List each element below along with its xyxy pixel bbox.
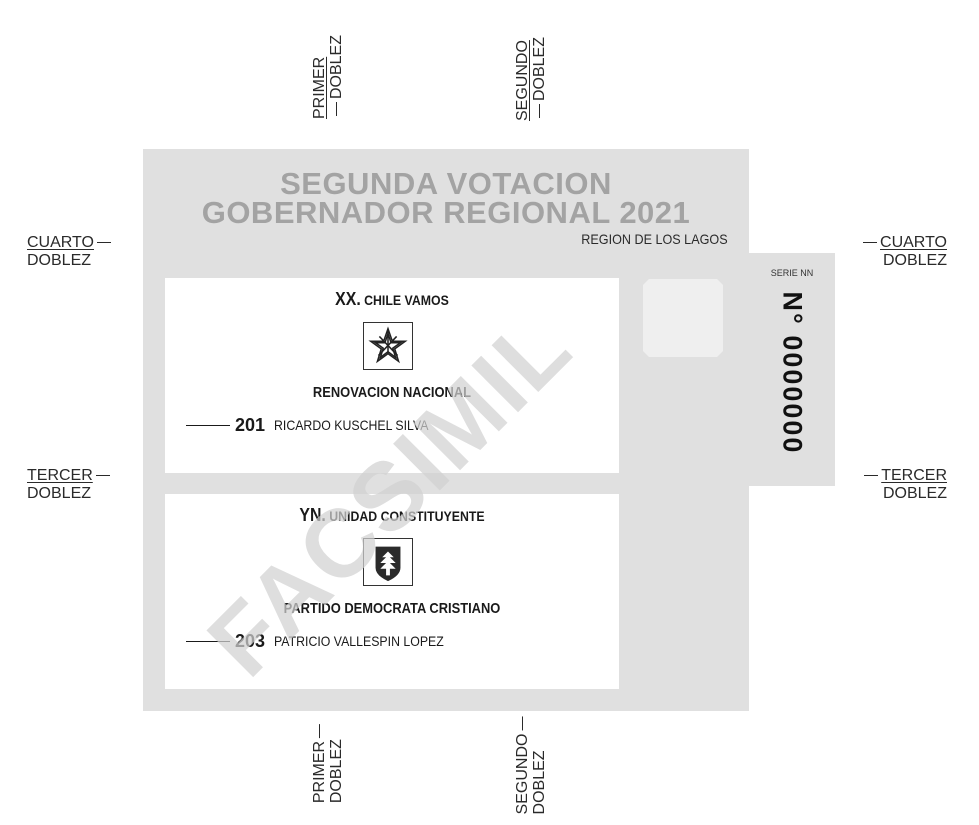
pact-label: XX. CHILE VAMOS: [192, 289, 592, 310]
region-label: REGION DE LOS LAGOS: [581, 231, 728, 247]
fold-word1: CUARTO: [27, 234, 94, 251]
star-emblem-icon: [363, 322, 413, 370]
ballot-title-line2: GOBERNADOR REGIONAL 2021: [201, 195, 691, 230]
fold-word2: DOBLEZ: [531, 750, 548, 815]
fold-word1-row: SEGUNDO: [514, 714, 531, 815]
fold-label-tercer-right: TERCER DOBLEZ: [861, 467, 947, 503]
fold-word2: DOBLEZ: [27, 485, 92, 502]
candidate-row[interactable]: 203 PATRICIO VALLESPIN LOPEZ: [186, 630, 467, 652]
fold-word1: PRIMER: [311, 56, 328, 120]
option-panel-1: XX. CHILE VAMOS RENOVACION NACIONAL 201 …: [165, 278, 619, 473]
fold-word2: DOBLEZ: [27, 252, 92, 269]
pact-code: YN.: [299, 505, 326, 525]
fold-word2-row: DOBLEZ: [328, 35, 345, 119]
stamp-box: [643, 279, 723, 357]
fold-label-tercer-left: TERCER DOBLEZ: [27, 467, 113, 503]
fold-tick: [319, 723, 321, 738]
fold-word1: CUARTO: [880, 234, 947, 251]
vote-mark-line[interactable]: [186, 424, 230, 426]
fold-tick: [539, 104, 541, 119]
fold-word1: SEGUNDO: [514, 40, 531, 122]
vote-mark-line[interactable]: [186, 640, 230, 642]
pact-name: CHILE VAMOS: [364, 292, 449, 308]
arrow-shield-icon: [363, 538, 413, 586]
pact-name: UNIDAD CONSTITUYENTE: [329, 508, 485, 524]
fold-tick: [863, 242, 878, 244]
fold-word1: TERCER: [881, 467, 947, 484]
fold-label-primer-bottom: PRIMER DOBLEZ: [311, 721, 345, 803]
fold-tick: [522, 716, 524, 731]
serie-label: SERIE NN: [770, 268, 814, 278]
fold-word2: DOBLEZ: [531, 36, 548, 102]
fold-label-cuarto-right: CUARTO DOBLEZ: [860, 234, 947, 270]
fold-tick: [95, 475, 110, 477]
ballot-title-line1: SEGUNDA VOTACION: [280, 166, 612, 201]
fold-word1: SEGUNDO: [514, 733, 531, 815]
candidate-name: RICARDO KUSCHEL SILVA: [274, 417, 429, 433]
fold-word2: DOBLEZ: [328, 34, 345, 100]
fold-label-cuarto-left: CUARTO DOBLEZ: [27, 234, 114, 270]
option-panel-2: YN. UNIDAD CONSTITUYENTE PARTIDO DEMOCRA…: [165, 494, 619, 689]
pact-label: YN. UNIDAD CONSTITUYENTE: [192, 505, 592, 526]
serial-tab: [749, 253, 835, 486]
fold-tick: [336, 102, 338, 117]
candidate-row[interactable]: 201 RICARDO KUSCHEL SILVA: [186, 414, 450, 436]
party-name: PARTIDO DEMOCRATA CRISTIANO: [283, 600, 501, 617]
pact-code: XX.: [335, 289, 361, 309]
serial-number: N° 0000000: [777, 291, 808, 455]
fold-tick: [96, 242, 111, 244]
fold-word2: DOBLEZ: [328, 739, 345, 804]
party-name: RENOVACION NACIONAL: [312, 384, 472, 401]
fold-word1: PRIMER: [311, 740, 328, 804]
fold-label-segundo-bottom: SEGUNDO DOBLEZ: [514, 714, 548, 815]
fold-tick: [864, 475, 879, 477]
fold-label-segundo-top: SEGUNDO DOBLEZ: [514, 37, 548, 121]
fold-word1-row: PRIMER: [311, 721, 328, 803]
fold-word1: TERCER: [27, 467, 93, 484]
fold-word2: DOBLEZ: [882, 252, 947, 269]
fold-word2: DOBLEZ: [882, 485, 947, 502]
fold-label-primer-top: PRIMER DOBLEZ: [311, 35, 345, 119]
candidate-name: PATRICIO VALLESPIN LOPEZ: [274, 633, 444, 649]
fold-word2-row: DOBLEZ: [531, 37, 548, 121]
candidate-number: 203: [235, 630, 266, 651]
candidate-number: 201: [235, 414, 266, 435]
